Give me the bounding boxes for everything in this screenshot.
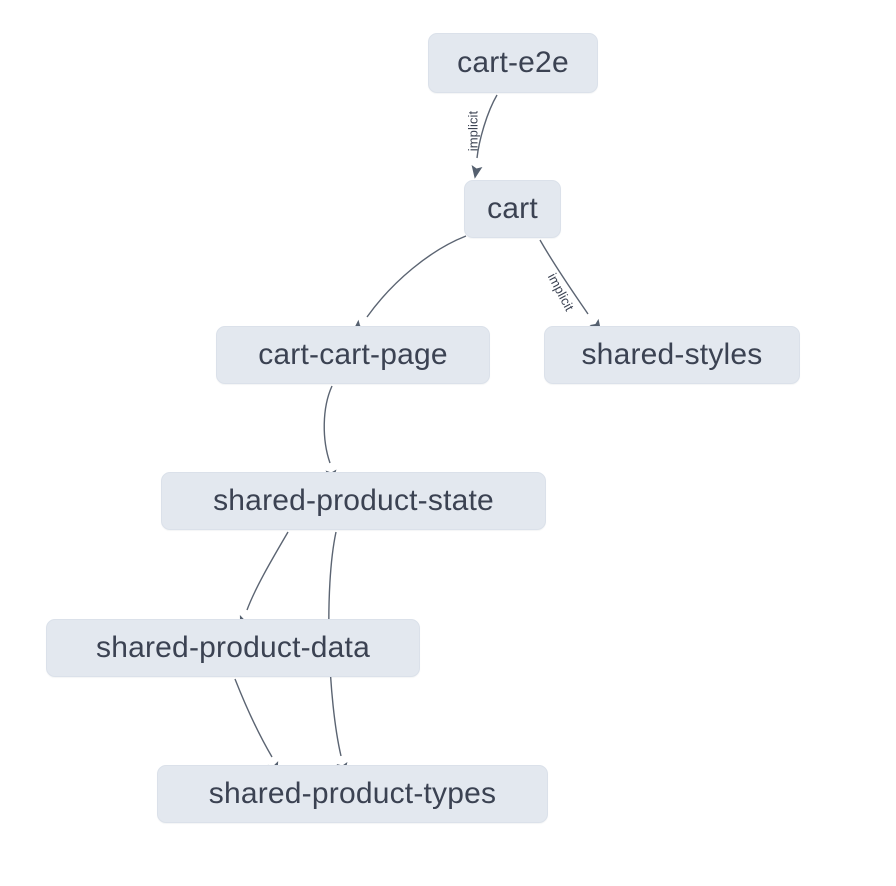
edge-line [246,531,289,611]
graph-node-shared-product-data[interactable]: shared-product-data [46,619,420,677]
graph-node-cart[interactable]: cart [464,180,561,238]
graph-node-cart-cart-page[interactable]: cart-cart-page [216,326,490,384]
edge-line [323,385,333,464]
edge-line [539,239,589,315]
edge-arrowhead [471,165,483,179]
graph-node-shared-styles[interactable]: shared-styles [544,326,800,384]
edge-line [366,235,467,318]
edge-line [234,678,273,758]
graph-node-cart-e2e[interactable]: cart-e2e [428,33,598,93]
graph-node-shared-product-state[interactable]: shared-product-state [161,472,546,530]
edge-line [476,94,498,159]
graph-node-shared-product-types[interactable]: shared-product-types [157,765,548,823]
